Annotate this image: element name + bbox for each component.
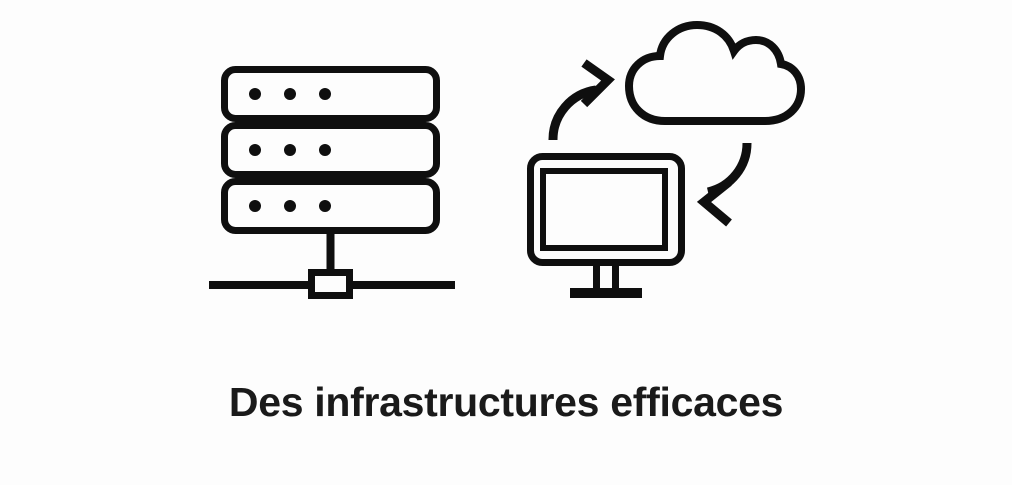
monitor-icon [527,153,685,298]
computer-cloud-sync-icon [527,20,806,298]
cloud-icon [624,20,806,125]
server-rack-icon [209,66,455,299]
download-arrow-icon [696,142,752,227]
caption-text: Des infrastructures efficaces [228,379,784,425]
upload-arrow-icon [548,59,615,141]
